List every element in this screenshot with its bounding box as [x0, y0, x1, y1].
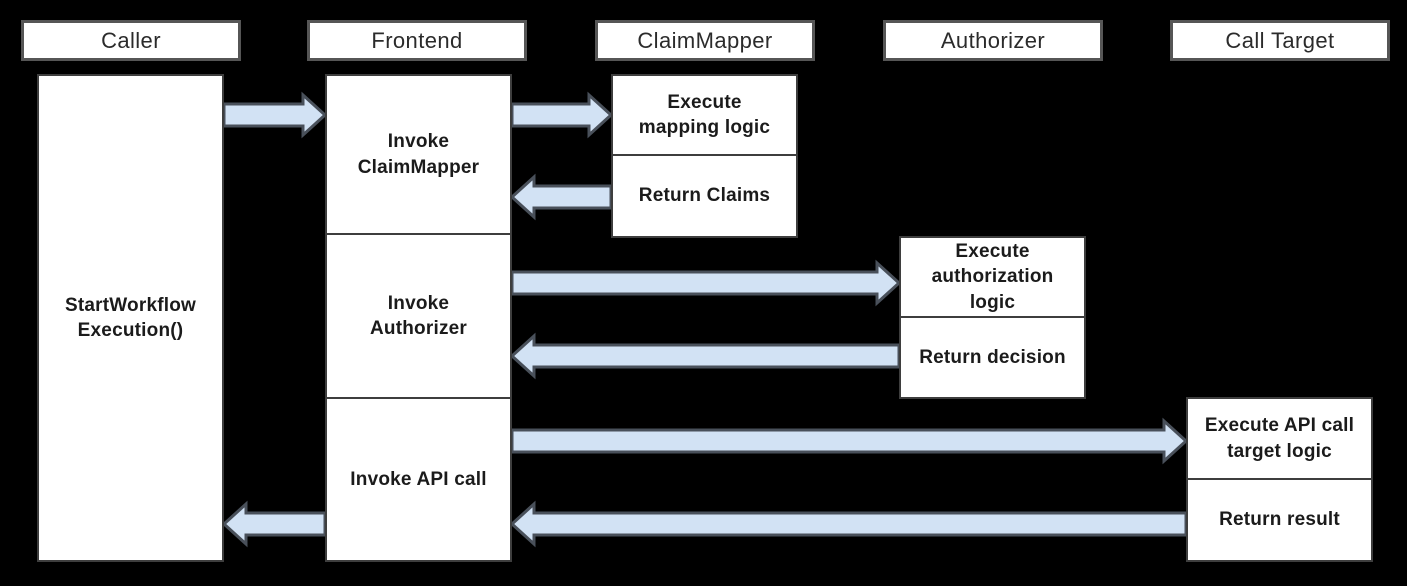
lane-header-claimmapper: ClaimMapper [595, 20, 815, 61]
lane-header-caller: Caller [21, 20, 241, 61]
lane-header-frontend: Frontend [307, 20, 527, 61]
lane-header-authorizer: Authorizer [883, 20, 1103, 61]
arrow-frontend-to-claimmapper [510, 91, 614, 139]
box-execute-mapping-logic: Execute mapping logic [611, 74, 798, 156]
arrow-frontend-to-authorizer [510, 259, 902, 307]
box-invoke-api-call: Invoke API call [325, 397, 512, 562]
box-return-claims: Return Claims [611, 154, 798, 238]
box-start-workflow-execution: StartWorkflow Execution() [37, 74, 224, 562]
lane-header-call-target: Call Target [1170, 20, 1390, 61]
box-return-result: Return result [1186, 478, 1373, 562]
arrow-frontend-return-to-caller [221, 500, 327, 548]
arrow-call-target-return-result [509, 500, 1188, 548]
arrow-claimmapper-return-claims [509, 173, 613, 221]
box-invoke-claimmapper: Invoke ClaimMapper [325, 74, 512, 235]
arrow-authorizer-return-decision [509, 332, 901, 380]
arrow-frontend-to-call-target [510, 417, 1189, 465]
box-execute-authorization-logic: Execute authorization logic [899, 236, 1086, 318]
box-invoke-authorizer: Invoke Authorizer [325, 233, 512, 399]
box-execute-api-call-target-logic: Execute API call target logic [1186, 397, 1373, 480]
box-return-decision: Return decision [899, 316, 1086, 399]
arrow-caller-to-frontend [222, 91, 328, 139]
